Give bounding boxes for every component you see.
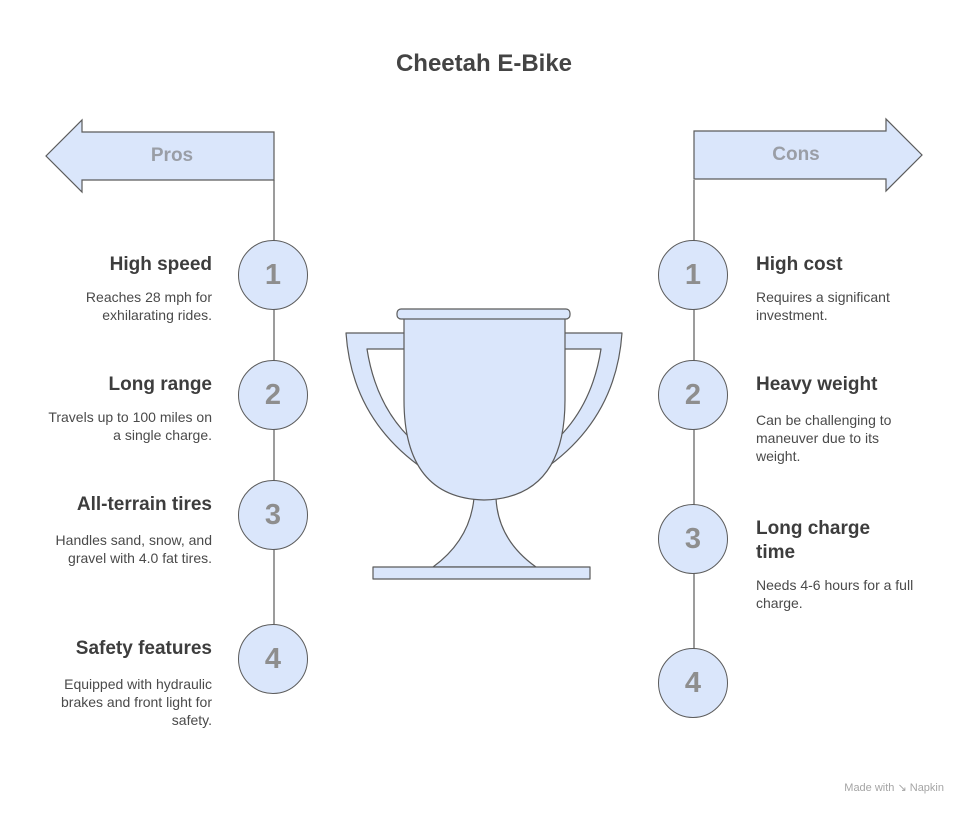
cons-item-title: High cost	[756, 254, 843, 275]
cons-item-title: Long charge time	[756, 518, 871, 563]
made-with-napkin-credit: Made with ↘ Napkin	[844, 782, 944, 794]
pros-number-circle: 2	[238, 360, 308, 430]
cons-label: Cons	[772, 144, 820, 165]
pros-item-title: High speed	[109, 254, 212, 275]
cons-number-circle: 1	[658, 240, 728, 310]
pros-item-title: All-terrain tires	[76, 494, 212, 515]
cons-number-circle: 4	[658, 648, 728, 718]
pros-number-circle: 1	[238, 240, 308, 310]
trophy-icon	[345, 308, 623, 580]
pros-arrow	[45, 118, 275, 194]
pros-item-title: Safety features	[75, 638, 212, 659]
cons-number-circle: 2	[658, 360, 728, 430]
pros-item-description: Travels up to 100 miles on a single char…	[48, 409, 212, 443]
pros-number-circle: 3	[238, 480, 308, 550]
cons-item-description: Can be challenging to maneuver due to it…	[756, 412, 892, 464]
pros-label: Pros	[150, 145, 194, 166]
cons-arrow	[693, 117, 923, 193]
cons-item-description: Requires a significant investment.	[756, 289, 890, 323]
pros-item-description: Reaches 28 mph for exhilarating rides.	[85, 289, 212, 323]
cons-item-description: Needs 4-6 hours for a full charge.	[756, 577, 914, 611]
pros-item-title: Long range	[108, 374, 212, 395]
pros-number-circle: 4	[238, 624, 308, 694]
cons-item-title: Heavy weight	[756, 374, 878, 395]
diagram-title: Cheetah E-Bike	[395, 50, 573, 77]
pros-item-description: Handles sand, snow, and gravel with 4.0 …	[55, 532, 212, 566]
cons-number-circle: 3	[658, 504, 728, 574]
pros-item-description: Equipped with hydraulic brakes and front…	[61, 676, 212, 728]
